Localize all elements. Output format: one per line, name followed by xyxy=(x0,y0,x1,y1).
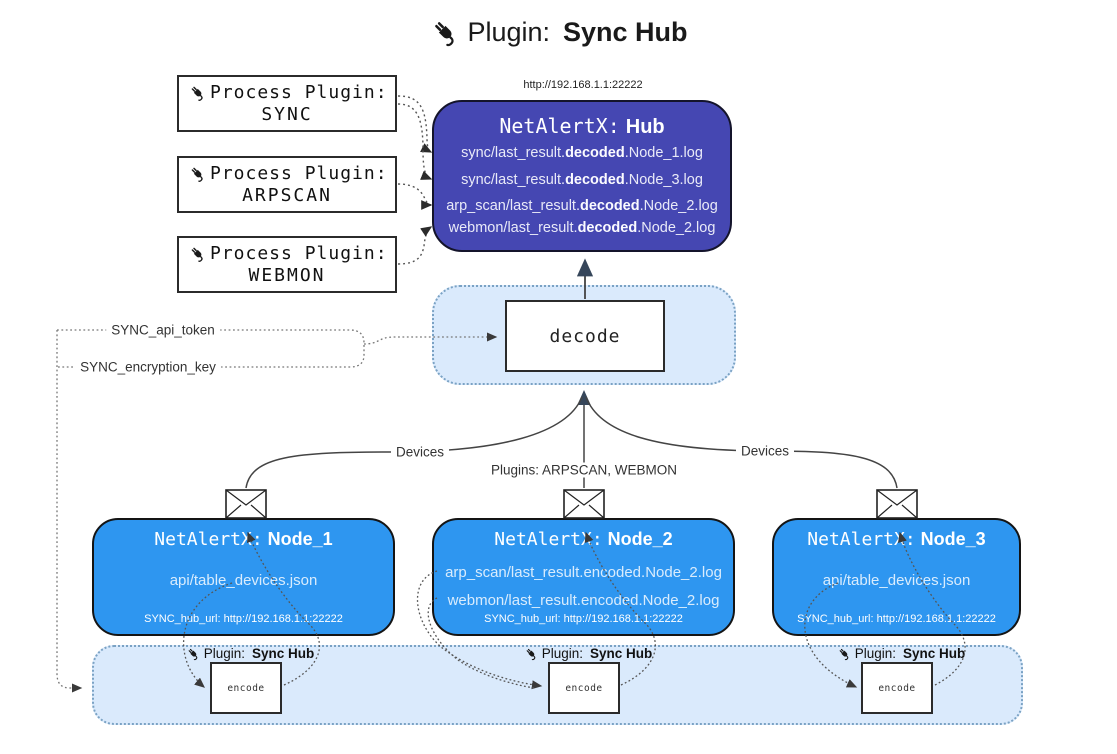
plug-icon xyxy=(191,86,203,101)
plug-icon xyxy=(191,247,203,262)
plug-icon xyxy=(435,22,455,47)
plug-icon xyxy=(191,167,203,182)
encode-label: encode xyxy=(565,682,603,694)
process-plugin-label: Process Plugin: xyxy=(210,243,388,264)
encoder-plugin-label: Plugin:Sync Hub xyxy=(837,646,965,661)
node-file-line: api/table_devices.json xyxy=(822,572,971,589)
plug-icon xyxy=(188,648,198,661)
plug-icon xyxy=(526,648,536,661)
encode-box-1: encode xyxy=(210,662,282,714)
node-file-line: api/table_devices.json xyxy=(169,572,318,589)
devices-label-right: Devices xyxy=(735,443,795,459)
node-title: NetAlertX:Node_1 xyxy=(154,529,333,550)
encoder-plugin-label: Plugin:Sync Hub xyxy=(524,646,652,661)
process-plugin-label: Process Plugin: xyxy=(210,82,388,103)
envelope-icon xyxy=(563,489,605,519)
sync-encryption-key-label: SYNC_encryption_key xyxy=(75,359,221,375)
process-plugin-name: ARPSCAN xyxy=(242,185,332,206)
hub-box: NetAlertX:Hub sync/last_result.decoded.N… xyxy=(432,100,732,252)
plugins-edge-label: Plugins: ARPSCAN, WEBMON xyxy=(485,462,683,478)
hub-log-line: webmon/last_result.decoded.Node_2.log xyxy=(448,220,716,236)
envelope-icon xyxy=(876,489,918,519)
node-box-node-2: NetAlertX:Node_2 arp_scan/last_result.en… xyxy=(432,518,735,636)
decode-box: decode xyxy=(505,300,665,372)
node-title: NetAlertX:Node_3 xyxy=(807,529,986,550)
process-plugin-box-webmon: Process Plugin: WEBMON xyxy=(177,236,397,293)
hub-title-label: NetAlertX: xyxy=(499,114,620,138)
process-plugin-box-arpscan: Process Plugin: ARPSCAN xyxy=(177,156,397,213)
title-name: Sync Hub xyxy=(563,16,688,47)
hub-title: NetAlertX:Hub xyxy=(434,114,730,139)
encode-box-2: encode xyxy=(548,662,620,714)
encoder-plugin-label: Plugin:Sync Hub xyxy=(186,646,314,661)
sync-api-token-label: SYNC_api_token xyxy=(106,322,220,338)
node-hub-url: SYNC_hub_url: http://192.168.1.1:22222 xyxy=(144,613,343,625)
node-title: NetAlertX:Node_2 xyxy=(494,529,673,550)
process-plugin-box-sync: Process Plugin: SYNC xyxy=(177,75,397,132)
hub-url-label: http://192.168.1.1:22222 xyxy=(523,79,643,91)
node-box-node-3: NetAlertX:Node_3 api/table_devices.json … xyxy=(772,518,1021,636)
hub-log-line: sync/last_result.decoded.Node_1.log xyxy=(461,145,703,161)
node-hub-url: SYNC_hub_url: http://192.168.1.1:22222 xyxy=(484,613,683,625)
node-box-node-1: NetAlertX:Node_1 api/table_devices.json … xyxy=(92,518,395,636)
process-plugin-name: WEBMON xyxy=(248,265,326,286)
plug-icon xyxy=(839,648,849,661)
encode-label: encode xyxy=(227,682,265,694)
decode-label: decode xyxy=(549,325,621,347)
page-title: Plugin: Sync Hub xyxy=(0,16,1117,48)
node-hub-url: SYNC_hub_url: http://192.168.1.1:22222 xyxy=(797,613,996,625)
encode-label: encode xyxy=(878,682,916,694)
node-file-line: webmon/last_result.encoded.Node_2.log xyxy=(447,592,720,609)
process-plugin-name: SYNC xyxy=(261,104,313,125)
encode-box-3: encode xyxy=(861,662,933,714)
envelope-icon xyxy=(225,489,267,519)
hub-log-line: arp_scan/last_result.decoded.Node_2.log xyxy=(446,198,718,214)
title-label: Plugin: xyxy=(467,16,551,47)
hub-title-name: Hub xyxy=(625,116,665,138)
devices-label-left: Devices xyxy=(390,444,450,460)
process-plugin-label: Process Plugin: xyxy=(210,163,388,184)
node-file-line: arp_scan/last_result.encoded.Node_2.log xyxy=(445,564,722,581)
process-to-hub-links xyxy=(397,95,433,265)
hub-log-line: sync/last_result.decoded.Node_3.log xyxy=(461,172,703,188)
